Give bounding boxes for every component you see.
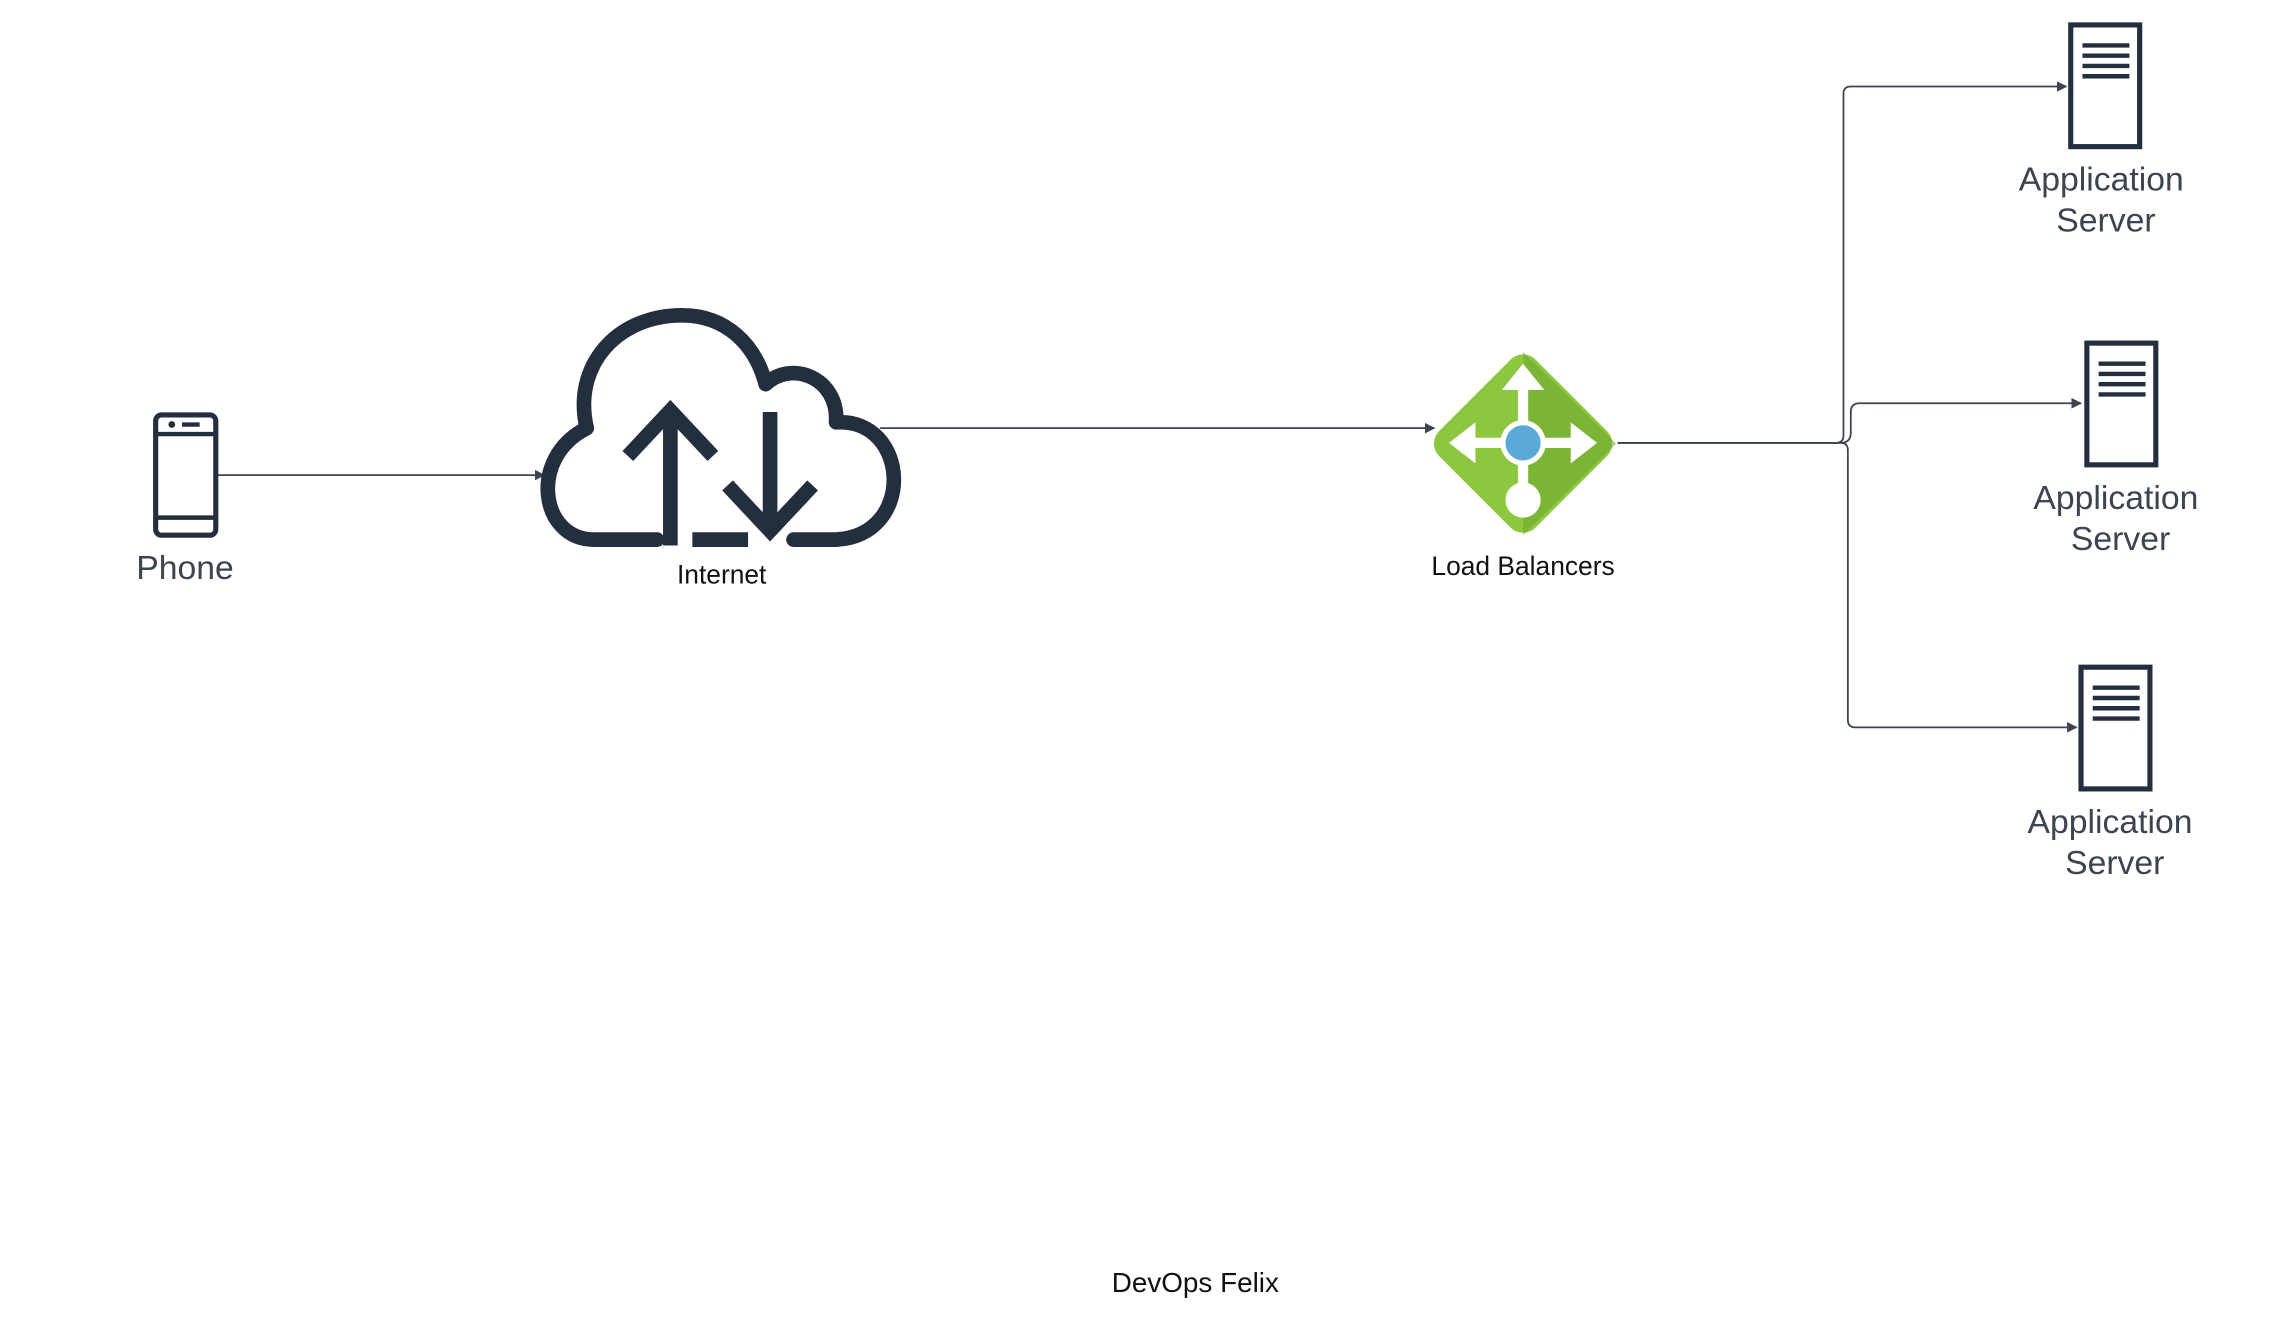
load-balancer-icon [1433, 351, 1617, 536]
internet-label: Internet [677, 560, 767, 590]
application-server-label-line1: Application [2033, 479, 2198, 517]
phone-node: Phone [136, 412, 234, 587]
connectors [217, 81, 2083, 733]
server-icon [2068, 22, 2143, 150]
phone-label: Phone [136, 549, 234, 587]
edge-lb-to-server-3 [1617, 441, 2078, 733]
edge-lb-to-server-1 [1617, 81, 2068, 444]
application-server-node: Application Server [2033, 340, 2207, 558]
application-server-label: Application Server [2028, 803, 2202, 882]
internet-node: Internet [540, 307, 902, 590]
application-server-node: Application Server [2019, 22, 2193, 240]
server-icon [2078, 664, 2153, 792]
application-server-label-line1: Application [2028, 803, 2193, 841]
server-icon [2084, 340, 2159, 468]
application-server-node: Application Server [2028, 664, 2202, 882]
application-server-label-line2: Server [2065, 844, 2164, 882]
application-server-label: Application Server [2033, 479, 2207, 558]
load-balancer-node: Load Balancers [1431, 351, 1617, 581]
application-server-label: Application Server [2019, 161, 2193, 240]
load-balancer-label: Load Balancers [1431, 551, 1614, 581]
cloud-upload-download-icon [540, 307, 902, 547]
application-server-label-line2: Server [2071, 520, 2170, 558]
edge-lb-to-server-2 [1617, 397, 2083, 444]
mobile-phone-icon [153, 412, 219, 538]
application-server-label-line1: Application [2019, 161, 2184, 199]
application-server-label-line2: Server [2056, 202, 2155, 240]
footer-credit: DevOps Felix [1112, 1267, 1279, 1298]
